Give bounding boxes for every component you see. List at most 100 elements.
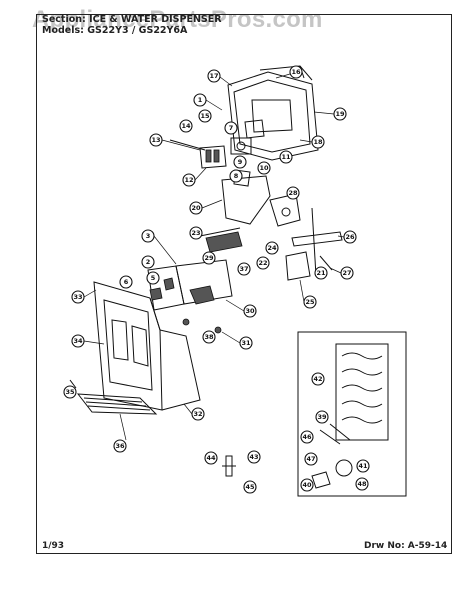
lever-bracket — [147, 259, 233, 334]
svg-text:37: 37 — [239, 265, 248, 273]
callout-43: 43 — [247, 450, 261, 464]
callout-18: 18 — [311, 135, 325, 149]
callout-41: 41 — [356, 459, 370, 473]
callout-20: 20 — [189, 201, 203, 215]
screw-35 — [69, 379, 77, 389]
svg-text:14: 14 — [181, 122, 191, 130]
svg-text:33: 33 — [73, 293, 82, 301]
callout-48: 48 — [355, 477, 369, 491]
svg-text:5: 5 — [151, 274, 156, 282]
ice-bin-housing — [227, 65, 319, 161]
svg-text:26: 26 — [345, 233, 355, 241]
callout-22: 22 — [256, 256, 270, 270]
svg-text:17: 17 — [209, 72, 218, 80]
diagram-header: Section: ICE & WATER DISPENSER Models: G… — [42, 14, 222, 36]
svg-text:39: 39 — [317, 413, 327, 421]
callout-27: 27 — [340, 266, 354, 280]
callout-24: 24 — [265, 241, 279, 255]
svg-text:42: 42 — [313, 375, 322, 383]
svg-text:41: 41 — [358, 462, 368, 470]
callout-3: 3 — [141, 229, 155, 243]
svg-text:24: 24 — [267, 244, 277, 252]
svg-text:21: 21 — [316, 269, 326, 277]
callout-28: 28 — [286, 186, 300, 200]
callout-26: 26 — [343, 230, 357, 244]
callout-17: 17 — [207, 69, 221, 83]
callout-11: 11 — [279, 150, 293, 164]
callout-15: 15 — [198, 109, 212, 123]
switch-bracket — [169, 139, 227, 169]
heater-inset — [297, 331, 407, 497]
svg-text:15: 15 — [200, 112, 210, 120]
callout-6: 6 — [119, 275, 133, 289]
callout-1: 1 — [193, 93, 207, 107]
svg-text:12: 12 — [184, 176, 193, 184]
callout-31: 31 — [239, 336, 253, 350]
watermark: AppliancePartsPros.com — [32, 6, 323, 33]
svg-text:19: 19 — [335, 110, 345, 118]
actuator-linkage — [285, 207, 343, 281]
callout-21: 21 — [314, 266, 328, 280]
callout-7: 7 — [224, 121, 238, 135]
models-line: Models: GS22Y3 / GS22Y6A — [42, 25, 188, 36]
svg-text:38: 38 — [204, 333, 214, 341]
callout-40: 40 — [300, 478, 314, 492]
svg-text:1: 1 — [198, 96, 203, 104]
callout-36: 36 — [113, 439, 127, 453]
callout-2: 2 — [141, 255, 155, 269]
svg-text:13: 13 — [151, 136, 160, 144]
svg-text:25: 25 — [305, 298, 315, 306]
callout-23: 23 — [189, 226, 203, 240]
svg-text:44: 44 — [206, 454, 216, 462]
callout-46: 46 — [300, 430, 314, 444]
diagram-frame — [36, 14, 452, 554]
svg-text:11: 11 — [281, 153, 291, 161]
callout-29: 29 — [202, 251, 216, 265]
callout-47: 47 — [304, 452, 318, 466]
callout-12: 12 — [182, 173, 196, 187]
callout-10: 10 — [257, 161, 271, 175]
svg-text:43: 43 — [249, 453, 258, 461]
callout-42: 42 — [311, 372, 325, 386]
svg-text:40: 40 — [302, 481, 312, 489]
svg-text:2: 2 — [146, 258, 151, 266]
svg-text:10: 10 — [259, 164, 269, 172]
svg-text:9: 9 — [238, 158, 243, 166]
svg-text:8: 8 — [234, 172, 239, 180]
svg-text:28: 28 — [288, 189, 298, 197]
callout-34: 34 — [71, 334, 85, 348]
svg-text:46: 46 — [302, 433, 312, 441]
callout-5: 5 — [146, 271, 160, 285]
callout-14: 14 — [179, 119, 193, 133]
svg-text:22: 22 — [258, 259, 267, 267]
svg-text:48: 48 — [357, 480, 367, 488]
callout-39: 39 — [315, 410, 329, 424]
callout-9: 9 — [233, 155, 247, 169]
svg-text:45: 45 — [245, 483, 255, 491]
svg-text:18: 18 — [313, 138, 323, 146]
callout-25: 25 — [303, 295, 317, 309]
water-fitting — [222, 455, 236, 477]
callout-33: 33 — [71, 290, 85, 304]
callout-8: 8 — [229, 169, 243, 183]
svg-text:32: 32 — [193, 410, 202, 418]
svg-text:34: 34 — [73, 337, 83, 345]
svg-text:3: 3 — [146, 232, 151, 240]
svg-text:16: 16 — [291, 68, 301, 76]
callout-13: 13 — [149, 133, 163, 147]
svg-text:7: 7 — [229, 124, 234, 132]
svg-text:29: 29 — [204, 254, 214, 262]
callout-37: 37 — [237, 262, 251, 276]
svg-text:36: 36 — [115, 442, 125, 450]
svg-text:47: 47 — [306, 455, 315, 463]
svg-text:6: 6 — [124, 278, 129, 286]
svg-text:30: 30 — [245, 307, 255, 315]
svg-text:35: 35 — [65, 388, 75, 396]
drawing-number: Drw No: A-59-14 — [364, 541, 448, 551]
svg-text:27: 27 — [342, 269, 351, 277]
svg-text:23: 23 — [191, 229, 200, 237]
callout-35: 35 — [63, 385, 77, 399]
callout-38: 38 — [202, 330, 216, 344]
svg-text:20: 20 — [191, 204, 201, 212]
